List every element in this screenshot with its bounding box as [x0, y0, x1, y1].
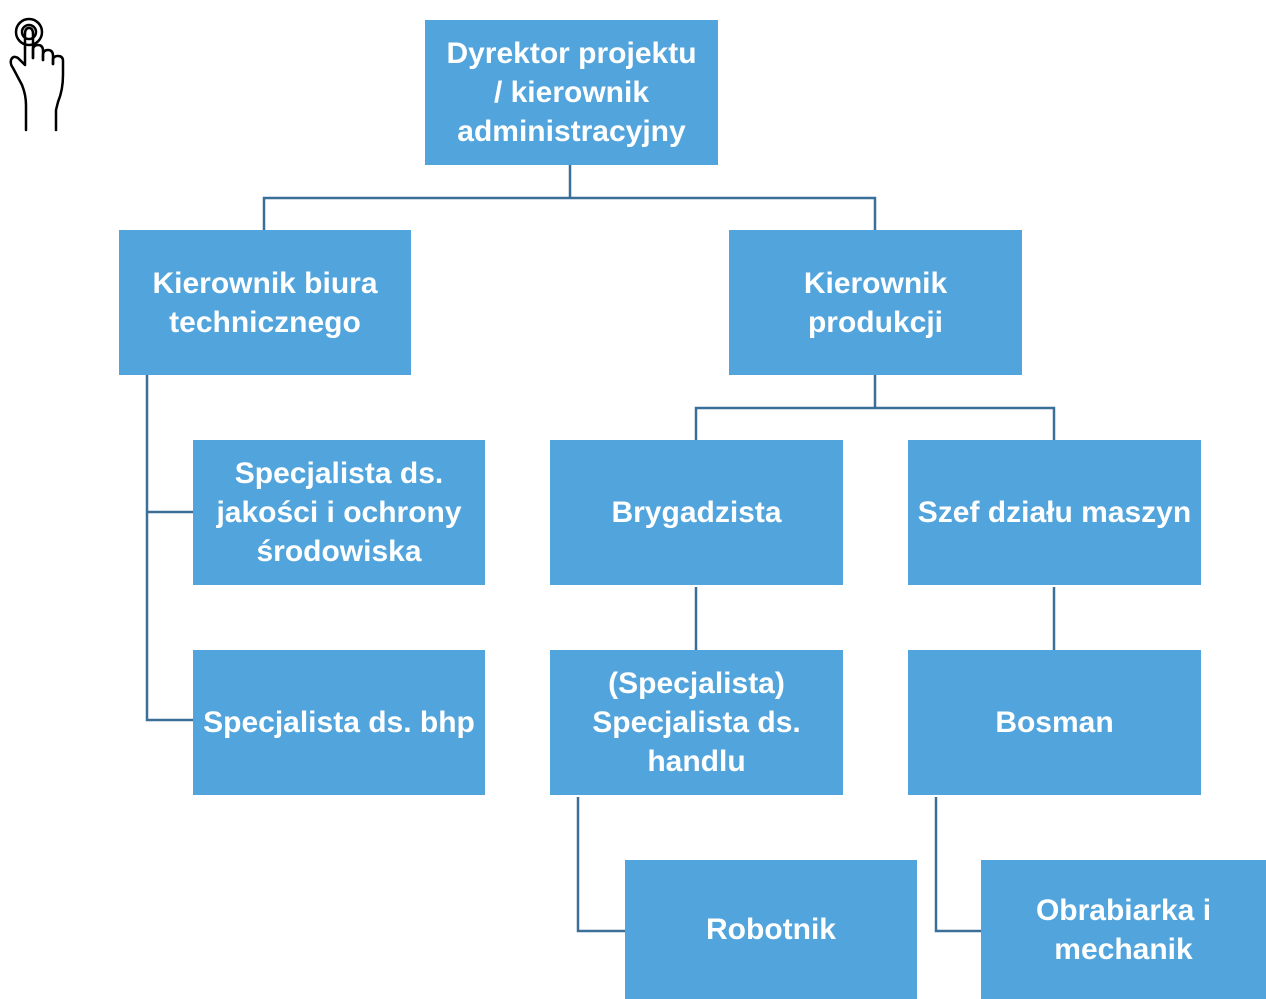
worker-box: Robotnik — [625, 860, 917, 999]
tech-office-manager-box: Kierownik biura technicznego — [119, 230, 411, 375]
boatswain-box: Bosman — [908, 650, 1201, 795]
bhp-specialist-box: Specjalista ds. bhp — [193, 650, 485, 795]
quality-specialist-box: Specjalista ds. jakości i ochrony środow… — [193, 440, 485, 585]
machinist-box: Obrabiarka i mechanik — [981, 860, 1266, 999]
machinery-head-box: Szef działu maszyn — [908, 440, 1201, 585]
director-box: Dyrektor projektu / kierownik administra… — [425, 20, 718, 165]
production-manager-box: Kierownik produkcji — [729, 230, 1022, 375]
pointing-hand-icon — [9, 17, 65, 132]
foreman-box: Brygadzista — [550, 440, 843, 585]
trade-specialist-box: (Specjalista) Specjalista ds. handlu — [550, 650, 843, 795]
